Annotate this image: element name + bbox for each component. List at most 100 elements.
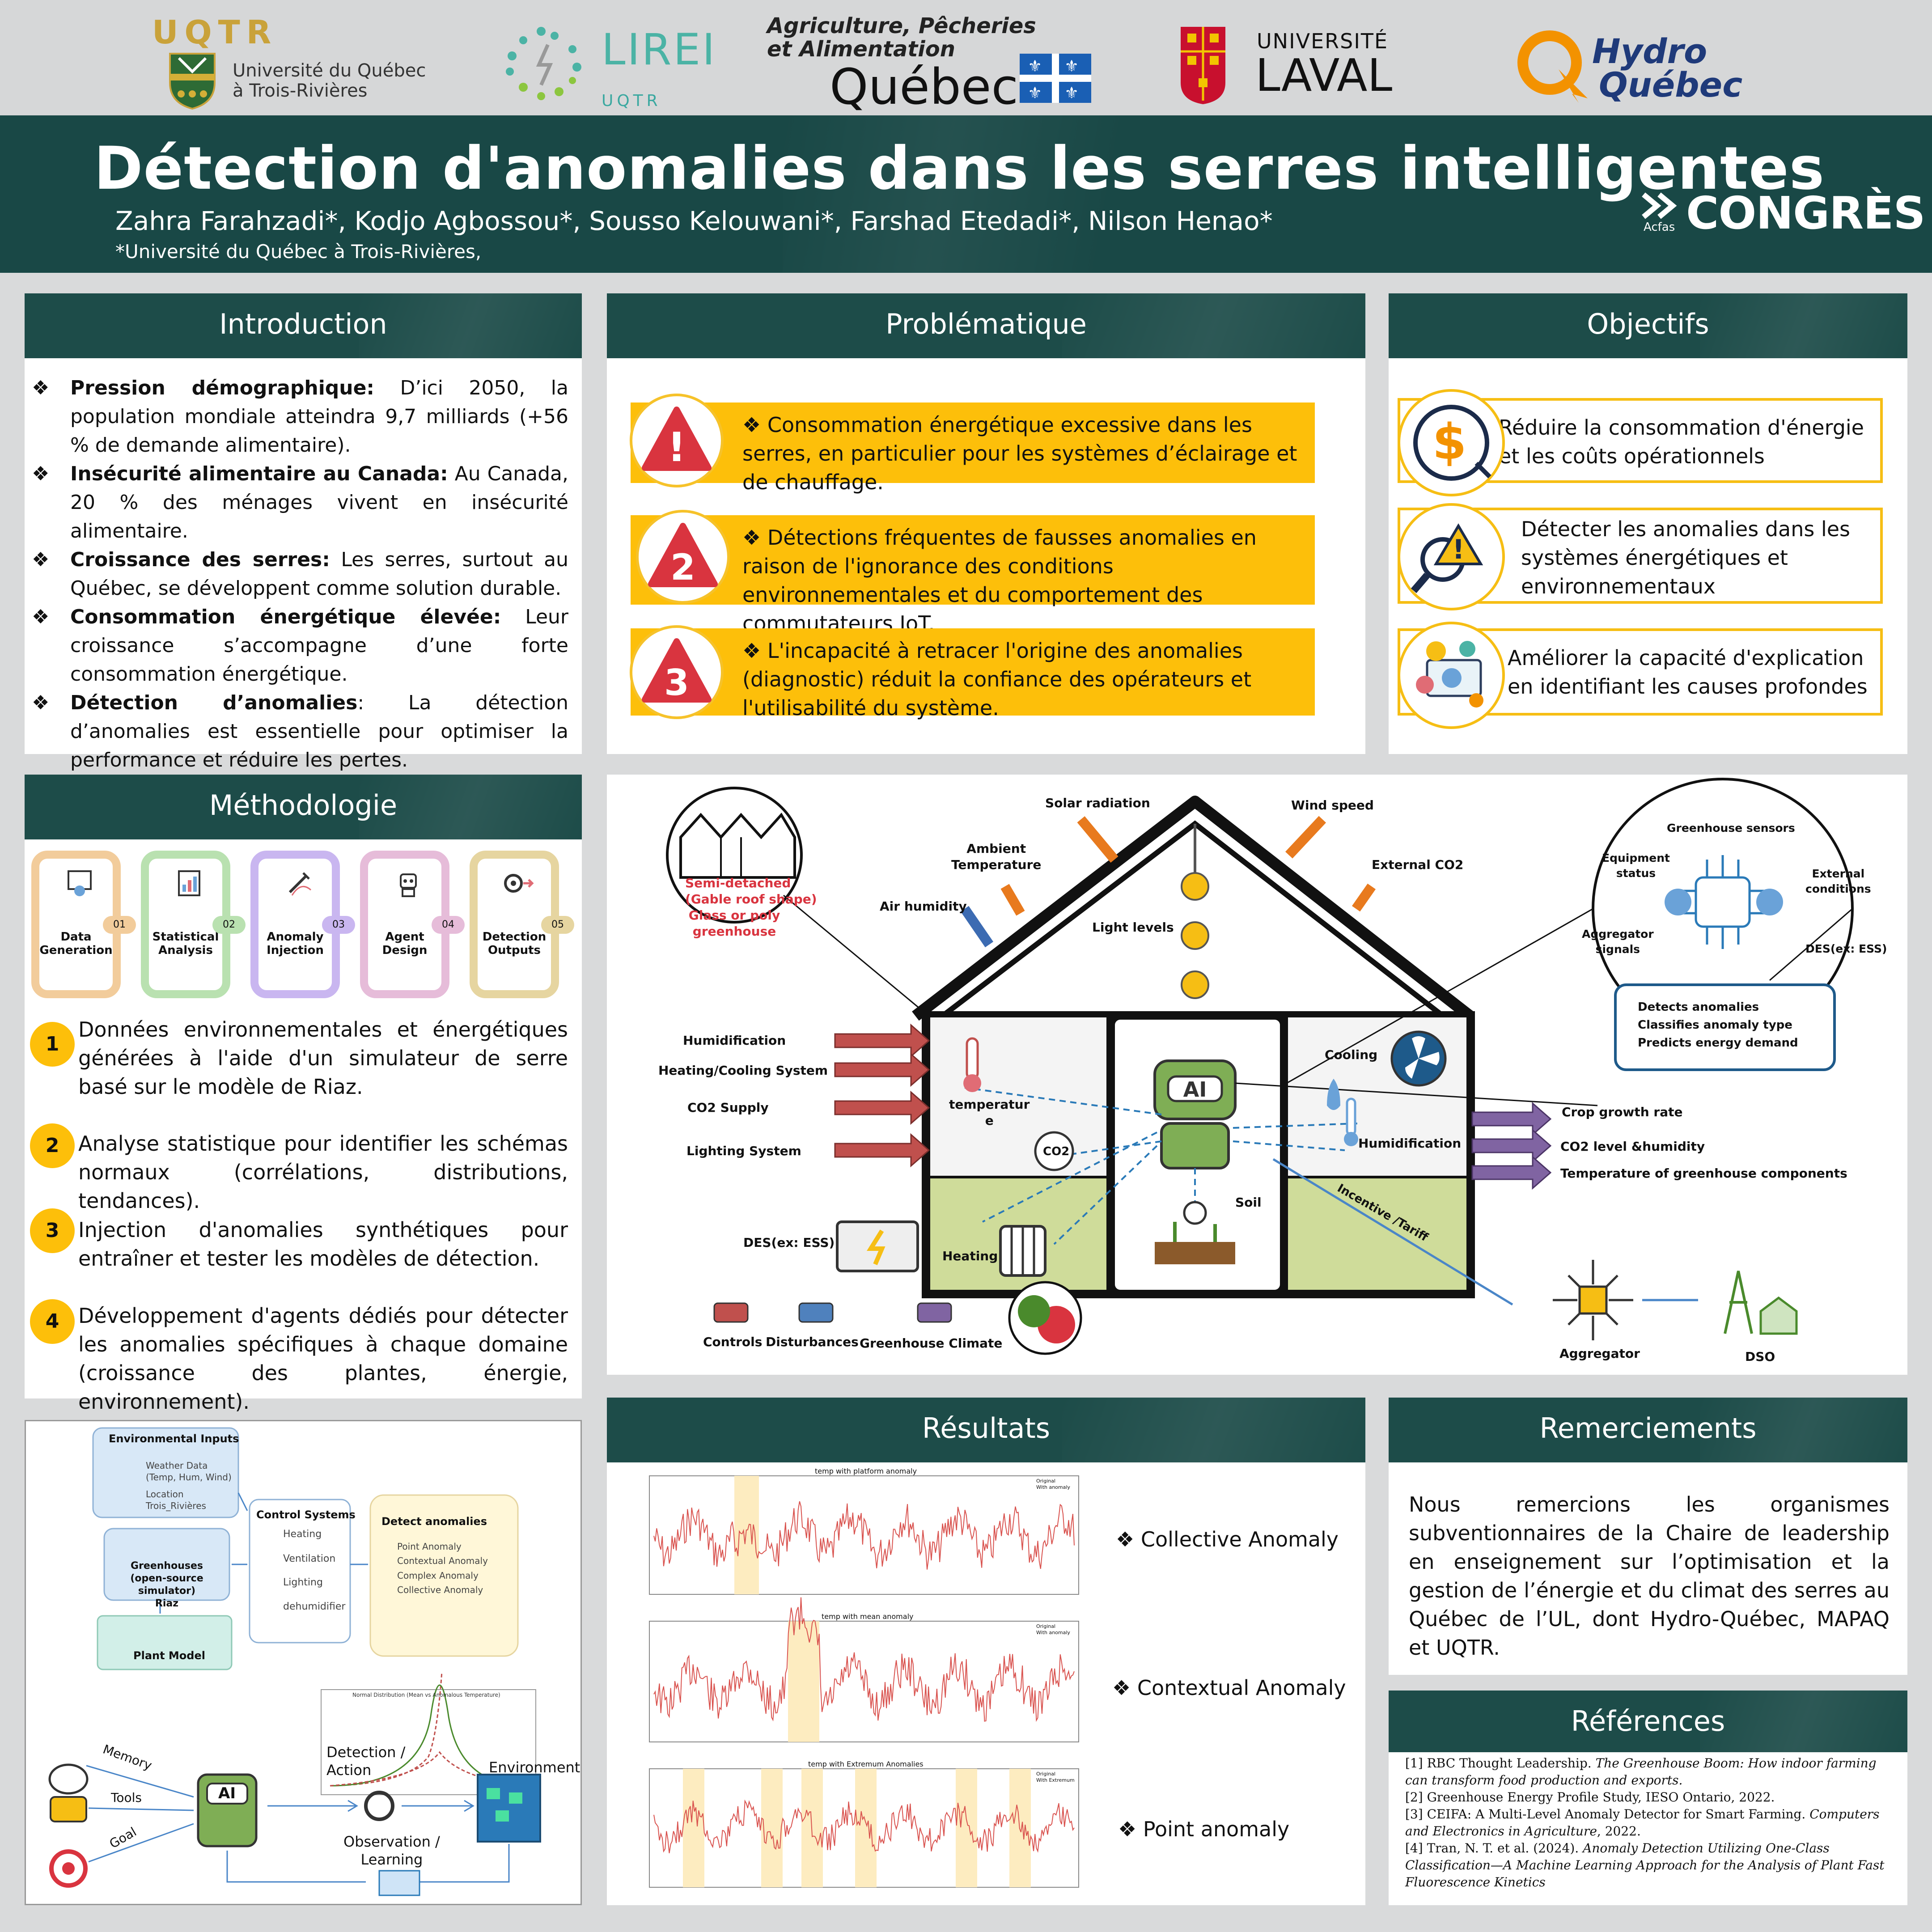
method-number-3: 3 [30,1208,75,1253]
plant-model-label: Plant Model [133,1649,205,1662]
reference-item: [4] Tran, N. T. et al. (2024). Anomaly D… [1405,1840,1888,1891]
references-title: Références [1571,1705,1725,1737]
intro-item-text: Leur croissance s’accompagne d’une forte… [70,606,568,686]
lirei-swirl-icon [506,27,581,100]
dollar-plug-icon: $ [1398,389,1505,496]
magnifier-warning-icon: ! [1398,503,1505,610]
method-item-2: Analyse statistique pour identifier les … [78,1131,568,1213]
method-number-2: 2 [30,1123,75,1168]
chart-extremum-anomalies [649,1768,1079,1888]
problem-item-3: L'incapacité à retracer l'origine des an… [631,628,1315,720]
uqtr-line1: Université du Québec [233,60,426,81]
wind-speed-label: Wind speed [1291,798,1374,813]
methodologie-title: Méthodologie [209,789,398,822]
chart-platform-anomaly [649,1475,1079,1595]
laval-line2: LAVAL [1255,49,1393,102]
result-label-contextual: ❖ Contextual Anomaly [1112,1676,1346,1700]
reference-item: [2] Greenhouse Energy Profile Study, IES… [1405,1789,1888,1806]
laval-line1: UNIVERSITÉ [1257,29,1389,53]
ref-text: [4] Tran, N. T. et al. (2024). [1405,1841,1583,1856]
cooling-label: Cooling [1325,1047,1378,1062]
solar-radiation-label: Solar radiation [1045,796,1150,810]
result-label-collective: ❖ Collective Anomaly [1116,1527,1339,1551]
hydro-q-icon [1517,30,1588,103]
ref-italic: Computers and Electronics in Agriculture [1405,1807,1880,1839]
result-label-text: Point anomaly [1143,1817,1290,1841]
legend-entry: Original [1036,1623,1056,1629]
detect-item: Contextual Anomaly [397,1555,488,1566]
intro-item-text: D’ici 2050, la population mondiale attei… [70,377,568,457]
gh-type-line: (Gable roof shape) [685,892,817,907]
congres-wordmark: CONGRÈS [1686,187,1926,239]
step-label: Statistical Analysis [152,930,219,957]
chart-title: temp with Extremum Anomalies [808,1760,924,1768]
weather-label: Weather Data (Temp, Hum, Wind) [146,1460,232,1483]
legend-entry: With Extremum [1036,1777,1075,1783]
method-number-4: 4 [30,1299,75,1344]
poster-title: Détection d'anomalies dans les serres in… [94,134,1825,203]
statistical-analysis-icon [178,870,200,896]
observation-learning-label: Observation / Learning [343,1833,440,1868]
ai-capability: Classifies anomaly type [1638,1018,1792,1032]
des-label: DES(ex: ESS) [743,1235,835,1250]
references-panel: Références [1389,1690,1907,1905]
ai-label: AI [218,1784,236,1802]
svg-text:⚜: ⚜ [1064,57,1079,76]
environment-label: Environment [489,1759,580,1776]
greenhouses-label: Greenhouses (open-source simulator) Riaz [130,1560,203,1609]
gh-type-line: Glass or poly [688,908,780,923]
problem-text: L'incapacité à retracer l'origine des an… [742,636,1306,722]
control-system-item: dehumidifier [283,1601,346,1612]
air-humidity-label: Air humidity [880,899,967,914]
soil-label: Soil [1235,1195,1262,1210]
intro-item: Croissance des serres: Les serres, surto… [32,546,568,603]
svg-text:3: 3 [664,662,689,703]
control-label: Humidification [683,1033,786,1048]
ref-text: [2] Greenhouse Energy Profile Study, IES… [1405,1790,1775,1805]
legend-controls: Controls [703,1335,763,1349]
legend-disturbances: Disturbances [766,1335,859,1349]
intro-item: Consommation énergétique élevée: Leur cr… [32,603,568,689]
step-label: Anomaly Injection [267,930,324,957]
objective-text: Réduire la consommation d'énergie et les… [1499,415,1864,468]
env-inputs-title: Environmental Inputs [109,1432,239,1445]
intro-item-bold: Pression démographique: [70,377,375,399]
warning-icon-3: 3 [630,625,724,719]
intro-item-text: : La détection d’anomalies est essentiel… [70,691,568,771]
svg-text:$: $ [1432,413,1467,470]
problematique-header: Problématique [607,293,1365,358]
step-num: 04 [432,916,465,934]
problem-text: Détections fréquentes de fausses anomali… [742,523,1306,638]
mapaq-line2: et Alimentation [767,37,955,62]
chart-mean-anomaly [649,1597,1079,1742]
intro-item-bold: Croissance des serres: [70,548,330,571]
legend-entry: Original [1036,1771,1056,1777]
detection-action-label: Detection / Action [326,1744,406,1779]
detection-outputs-icon [504,874,534,893]
greenhouse-diagram-panel: AI [607,775,1907,1375]
introduction-header: Introduction [25,293,582,358]
control-system-item: Ventilation [283,1553,336,1564]
heating-label: Heating [942,1249,998,1263]
resultats-panel: Résultats temp with platform anomaly tem… [607,1398,1365,1905]
remerciements-title: Remerciements [1539,1412,1757,1445]
sensor-aggregator-label: Aggregator signals [1582,928,1654,956]
svg-text:⚜: ⚜ [1064,84,1079,102]
legend-entry: Original [1036,1478,1056,1484]
control-system-item: Lighting [283,1577,323,1588]
reference-item: [1] RBC Thought Leadership. The Greenhou… [1405,1755,1888,1789]
output-label: CO2 level &humidity [1560,1139,1705,1154]
lirei-sub: UQTR [602,92,661,110]
anomaly-injection-icon [288,872,312,896]
intro-item-text: Au Canada, 20 % des ménages vivent en in… [70,462,569,542]
ref-text: [3] CEIFA: A Multi-Level Anomaly Detecto… [1405,1807,1810,1822]
introduction-panel: Introduction Pression démographique: D’i… [25,293,582,771]
introduction-list: Pression démographique: D’ici 2050, la p… [32,374,568,775]
output-label: Crop growth rate [1562,1105,1683,1119]
ai-capabilities: Detects anomalies Classifies anomaly typ… [1638,998,1798,1052]
warning-icon-2: 2 [636,510,730,604]
introduction-title: Introduction [219,308,387,340]
